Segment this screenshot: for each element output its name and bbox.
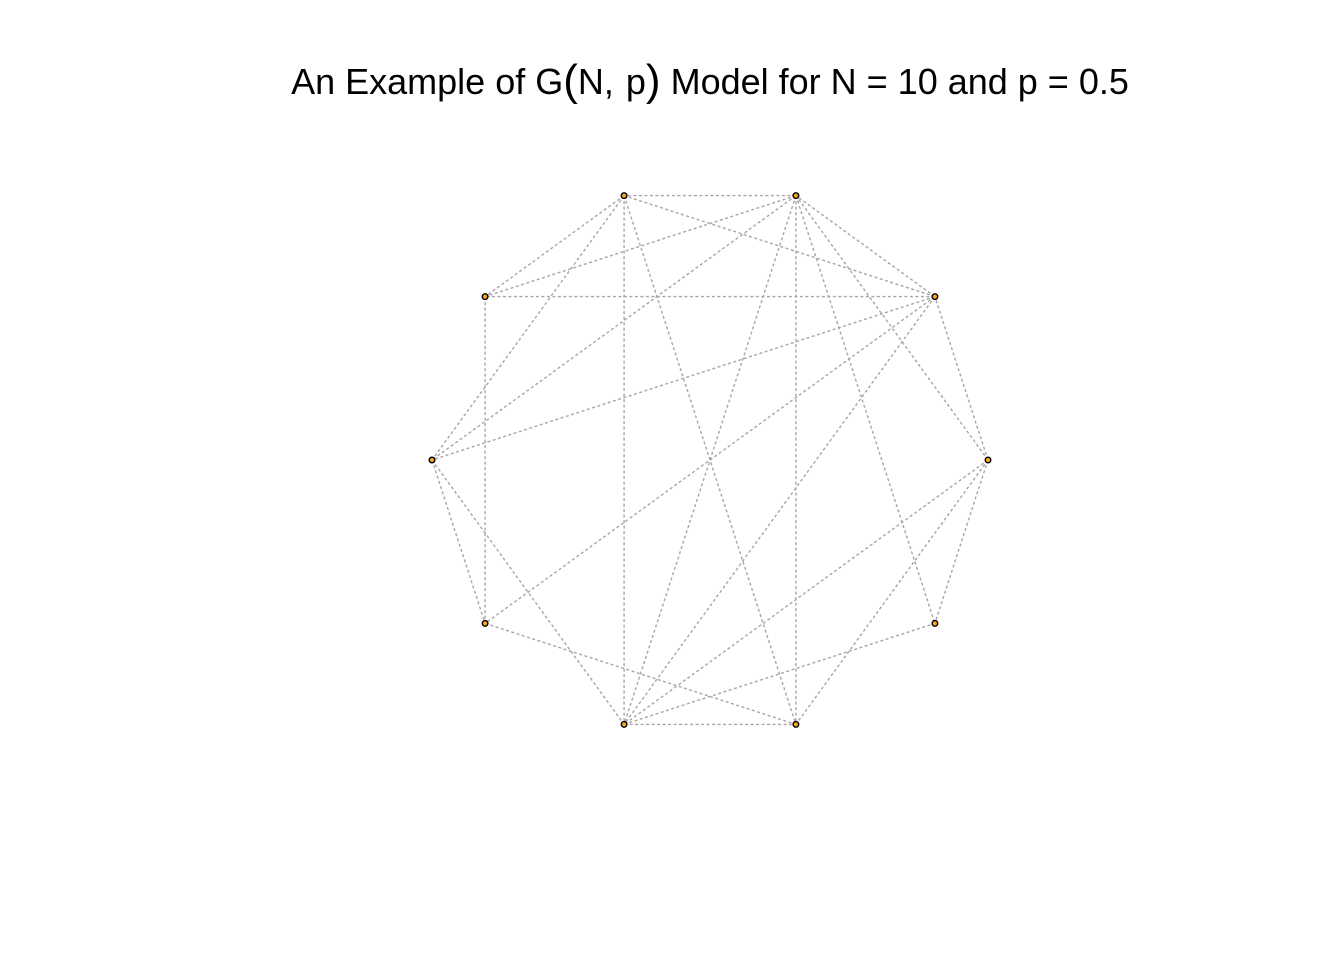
node-2 — [792, 192, 800, 200]
edges-layer — [431, 194, 989, 726]
node-1 — [931, 293, 939, 301]
title-open-paren: ( — [563, 56, 578, 105]
edge-0-7 — [623, 459, 989, 725]
edge-2-5 — [431, 195, 797, 461]
edge-0-9 — [934, 459, 989, 624]
node-6 — [481, 619, 489, 627]
edge-1-2 — [795, 195, 936, 298]
node-8 — [792, 720, 800, 728]
edge-0-1 — [934, 296, 989, 461]
edge-2-9 — [795, 195, 936, 624]
node-3 — [620, 192, 628, 200]
edge-3-8 — [623, 195, 797, 725]
chart-title: An Example of G(N, p) Model for N = 10 an… — [0, 58, 1344, 104]
edge-1-3 — [623, 194, 936, 298]
edge-3-5 — [431, 195, 625, 461]
node-7 — [620, 720, 628, 728]
edge-5-7 — [431, 459, 625, 725]
edge-5-6 — [431, 459, 486, 624]
node-4 — [481, 293, 489, 301]
nodes-layer — [428, 192, 992, 728]
edge-0-8 — [795, 459, 989, 725]
node-5 — [428, 456, 436, 464]
node-0 — [984, 456, 992, 464]
title-arg-n: N, — [577, 61, 614, 102]
edge-6-8 — [484, 622, 797, 726]
edge-0-2 — [795, 195, 989, 461]
edge-2-4 — [484, 194, 797, 298]
title-close-paren: ) — [645, 56, 661, 105]
title-prefix: An Example of G — [291, 61, 564, 102]
title-arg-p: p — [625, 61, 646, 102]
edge-7-9 — [623, 622, 936, 726]
title-suffix: Model for N = 10 and p = 0.5 — [660, 61, 1129, 102]
edge-1-5 — [431, 295, 936, 461]
node-9 — [931, 619, 939, 627]
edge-3-4 — [484, 195, 625, 298]
edge-1-7 — [623, 296, 936, 725]
